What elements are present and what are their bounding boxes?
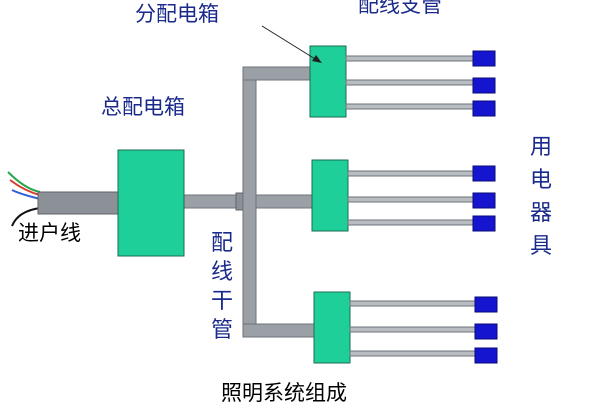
label-trunk-pipe-char: 配 (210, 231, 233, 256)
label-appliances: 用 电 器 具 (528, 131, 554, 263)
label-appliances-char: 用 (529, 135, 552, 160)
label-appliances-char: 电 (529, 168, 552, 193)
wire-green (7, 171, 41, 193)
branch-pipe-top (242, 66, 312, 81)
appliance (472, 77, 496, 94)
label-trunk-pipe-char: 干 (210, 289, 233, 314)
branch-wires-middle (347, 170, 475, 226)
appliance (472, 192, 496, 209)
appliance (472, 50, 496, 67)
trunk-pipe-vertical (242, 71, 257, 338)
branch-wires-bottom (349, 300, 477, 357)
branch-wires-top (345, 55, 475, 110)
wire-blue (11, 189, 41, 200)
label-appliances-char: 器 (529, 201, 552, 226)
appliance (474, 296, 498, 313)
appliances (472, 50, 498, 364)
label-trunk-pipe: 配 线 干 管 (209, 229, 235, 345)
incoming-cable (37, 191, 121, 215)
label-branch-pipe: 配线支管 (358, 0, 442, 17)
incoming-wires (7, 171, 41, 227)
label-main-box: 总配电箱 (101, 95, 185, 119)
appliance (474, 323, 498, 340)
label-branch-box: 分配电箱 (135, 2, 219, 26)
appliance (472, 215, 496, 232)
wire-black (11, 207, 41, 227)
caption: 照明系统组成 (221, 381, 347, 405)
branch-box-bottom (313, 291, 351, 364)
label-trunk-pipe-char: 管 (210, 318, 233, 343)
branch-pipe-bottom (242, 323, 316, 338)
branch-box-middle (311, 159, 349, 232)
appliance (472, 100, 496, 117)
main-distribution-box (117, 149, 185, 257)
wire-red (9, 179, 41, 196)
label-appliances-char: 具 (529, 234, 552, 259)
label-incoming-line: 进户线 (18, 221, 81, 245)
appliance (474, 347, 498, 364)
appliance (472, 165, 496, 182)
pointer-arrow (261, 25, 322, 63)
label-trunk-pipe-char: 线 (210, 260, 233, 285)
